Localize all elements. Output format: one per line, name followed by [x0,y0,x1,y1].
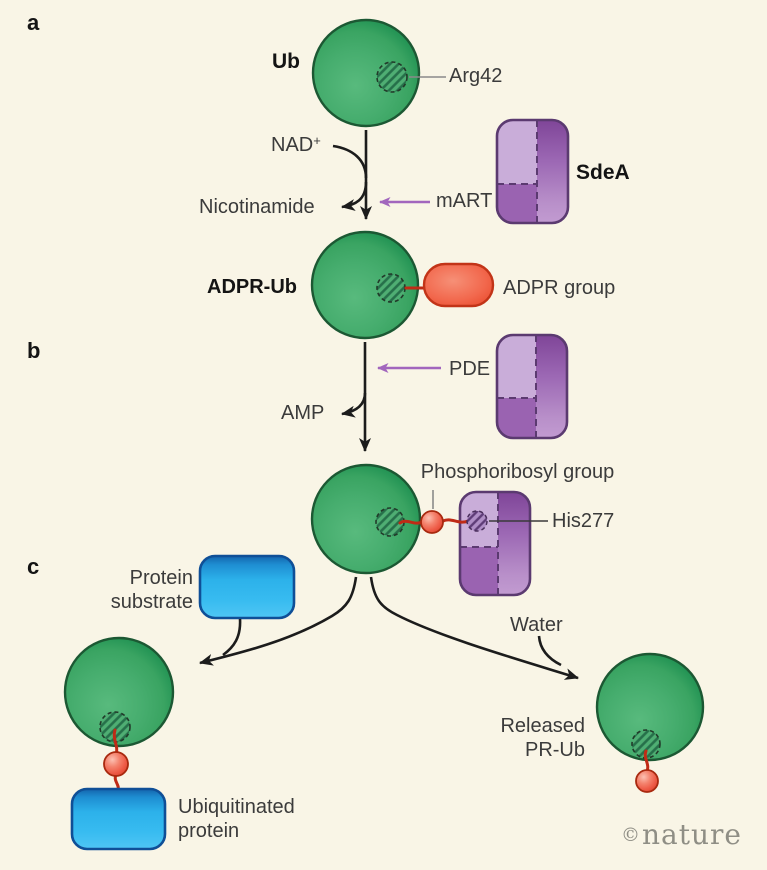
phosphoribosyl-sphere [420,510,444,534]
sdea-lower-domain [460,547,498,595]
pde-label: PDE [449,358,491,380]
arg42-label: Arg42 [449,65,503,87]
released-pr-ub-circle [595,652,705,762]
water-in-curve [537,635,562,667]
panel-b-letter: b [27,338,41,363]
protein-substrate-in-curve [222,618,242,657]
adpr-ub-circle [310,230,420,340]
sdea-label: SdeA [576,161,630,184]
ub-label: Ub [272,50,300,73]
ubiquitinated-protein-label: Ubiquitinated protein [178,796,295,842]
water-label: Water [510,614,563,636]
protein-substrate-label: Protein substrate [110,567,193,613]
his277-site [466,510,488,532]
phosphoribosyl-sphere-released [635,769,659,793]
mart-label: mART [436,190,493,212]
sdea-protein-b2 [458,490,532,597]
branch-arrow-right [369,576,579,680]
his277-label: His277 [552,510,615,532]
ubiquitinated-protein-box [70,787,167,851]
branch-arrow-left [199,576,358,666]
panel-a-letter: a [27,10,40,35]
nicotinamide-label: Nicotinamide [199,196,315,218]
released-pr-ub-label: Released PR-Ub [500,715,585,761]
arg42-site [376,61,408,93]
nature-logo: ©nature [621,818,742,851]
nad-label: NAD+ [271,133,321,156]
arg42-site-adpr [376,273,406,303]
nad-superscript: + [313,133,321,148]
amp-label: AMP [281,402,325,424]
nad-in-curve [332,144,368,179]
protein-substrate-box [198,554,296,620]
ub-circle [311,18,421,128]
adpr-ub-label: ADPR-Ub [207,276,297,298]
nicotinamide-out-curve [341,181,368,211]
sdea-protein-b [495,333,569,440]
pr-ub-circle [310,463,422,575]
pr-link-sdea-side [441,518,470,524]
sdea-protein-a [495,118,570,225]
adpr-group-pill [422,262,495,308]
ubiquitinated-ub-circle [63,636,175,748]
copyright-icon: © [621,824,642,846]
pde-domain [497,398,536,438]
pr-link-ub-side [398,519,424,525]
phosphoribosyl-sphere-ubiquitinated [103,751,129,777]
amp-out-curve [341,392,367,418]
panel-c-letter: c [27,554,40,579]
mart-domain [497,184,537,223]
phosphoribosyl-label: Phosphoribosyl group [420,461,615,483]
adpr-group-label: ADPR group [503,277,616,299]
